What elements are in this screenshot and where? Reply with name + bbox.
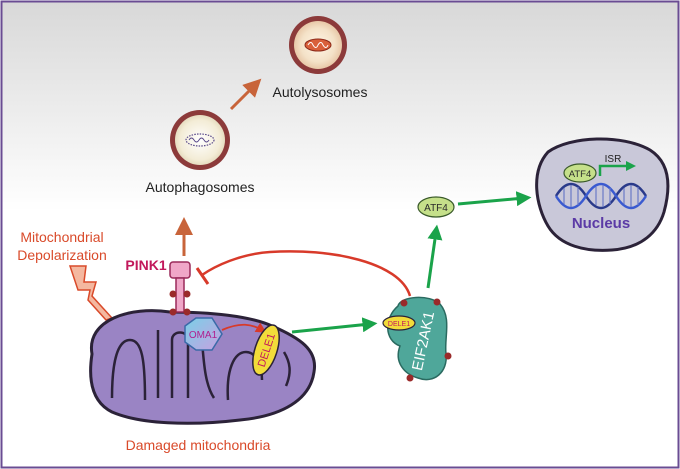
dele1-small-label: DELE1	[388, 321, 410, 328]
damaged-mitochondria-label: Damaged mitochondria	[126, 437, 271, 453]
autolysosomes-label: Autolysosomes	[273, 84, 368, 100]
atf4-protein: ATF4	[417, 196, 455, 218]
oma1-to-dele1-arrow	[221, 322, 267, 333]
nucleus-label: Nucleus	[572, 215, 630, 232]
arrow-to-autolysosome	[229, 78, 262, 111]
arrow-to-nucleus	[457, 191, 532, 207]
pink1-label: PINK1	[125, 257, 166, 273]
inhibition-arc	[201, 250, 412, 297]
eif2ak1-protein: EIF2AK1	[387, 296, 452, 382]
isr-label: ISR	[605, 154, 622, 165]
arrow-to-eif2ak1	[291, 317, 378, 334]
atf4-label: ATF4	[424, 203, 448, 214]
autolysosome-vesicle	[289, 16, 347, 74]
dele1-protein: DELE1	[252, 324, 280, 376]
arrow-to-atf4	[426, 224, 443, 289]
mito-depol-label-1: Mitochondrial	[20, 229, 103, 245]
oma1-protein: OMA1	[184, 317, 223, 351]
autophagosomes-label: Autophagosomes	[146, 179, 255, 195]
nucleus: ATF4 ISR Nucleus	[535, 137, 670, 252]
pink1-protein	[169, 261, 191, 316]
dele1-bound: DELE1	[382, 315, 416, 331]
atf4-nucleus-label: ATF4	[569, 169, 592, 180]
inhibition-bar	[195, 267, 210, 285]
autophagosome-vesicle	[170, 110, 230, 170]
oma1-label: OMA1	[189, 330, 218, 341]
mito-depol-label-2: Depolarization	[17, 247, 107, 263]
